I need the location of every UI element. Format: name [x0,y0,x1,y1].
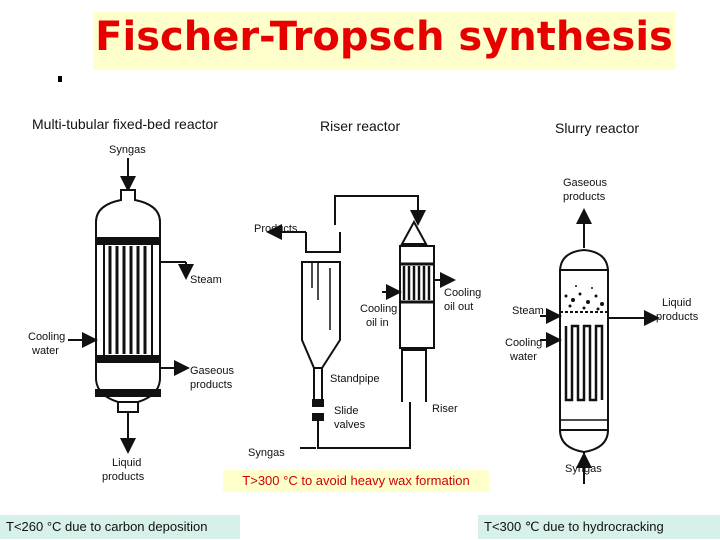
title-background [93,12,675,70]
slurry-liquid-label-1: Liquid [662,297,692,309]
fixed-bed-heading: Multi-tubular fixed-bed reactor [32,116,218,132]
fixed-bed-cooling-label-2: water [32,345,59,357]
slurry-liquid-label-2: products [656,311,699,323]
fixed-bed-reactor-drawing [68,158,194,454]
fixed-bed-liquid-label-1: Liquid [112,457,142,469]
slurry-temperature-note: T<300 ℃ due to hydrocracking [478,515,720,539]
slurry-gaseous-label-2: products [563,191,606,203]
fixed-bed-syngas-label: Syngas [109,144,146,156]
slide-valves-label-1: Slide [334,405,359,417]
fixed-bed-gaseous-label-2: products [190,379,233,391]
slurry-gaseous-label-1: Gaseous [563,177,608,189]
bullet-mark [58,76,62,82]
standpipe-label: Standpipe [330,373,380,385]
slurry-steam-label: Steam [512,305,544,317]
riser-products-label: Products [254,223,298,235]
slide-valves-label-2: valves [334,419,366,431]
slurry-cooling-label-2: water [510,351,537,363]
riser-cooling-in-label-1: Cooling [360,303,398,315]
fixed-bed-liquid-label-2: products [102,471,145,483]
riser-label: Riser [432,403,458,415]
riser-cooling-out-label-1: Cooling [444,287,482,299]
riser-reactor-drawing [266,195,456,449]
riser-cooling-out-label-2: oil out [444,301,474,313]
fixed-bed-gaseous-label-1: Gaseous [190,365,235,377]
riser-heading: Riser reactor [320,118,401,134]
riser-syngas-label: Syngas [248,447,285,459]
fixed-bed-temperature-note: T<260 °C due to carbon deposition [0,515,240,539]
riser-temperature-note: T>300 °C to avoid heavy wax formation [223,470,489,492]
page-title: Fischer-Tropsch synthesis [95,14,673,60]
slurry-heading: Slurry reactor [555,120,640,136]
fixed-bed-steam-label: Steam [190,274,222,286]
slurry-reactor-drawing [540,208,660,484]
slurry-bubbles [564,285,604,311]
slurry-cooling-label-1: Cooling [505,337,543,349]
fixed-bed-cooling-label-1: Cooling [28,331,66,343]
slurry-syngas-label: Syngas [565,463,602,475]
riser-cooling-in-label-2: oil in [366,317,389,329]
